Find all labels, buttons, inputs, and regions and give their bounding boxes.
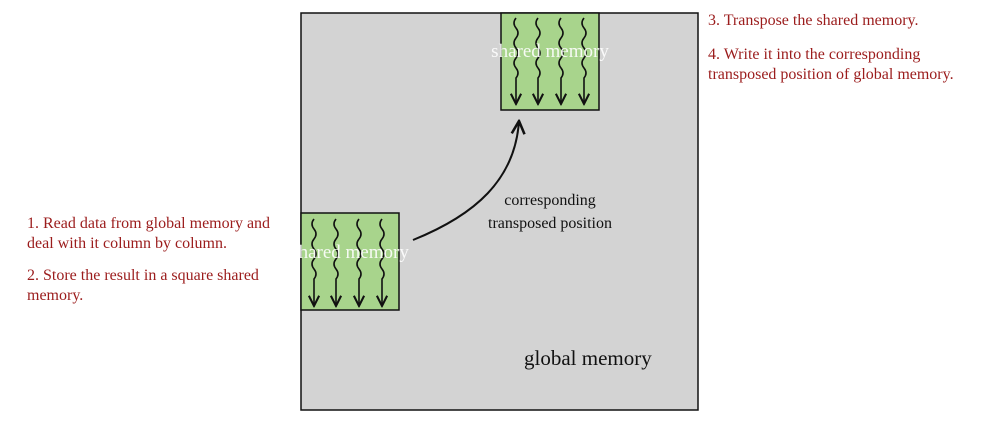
step-note-1: 1. Read data from global memory and deal… xyxy=(27,215,271,252)
shared-memory-label-source: shared memory xyxy=(291,242,409,263)
step-note-2: 2. Store the result in a square shared m… xyxy=(27,267,259,304)
global-memory-label: global memory xyxy=(524,346,652,370)
shared-memory-block-source: shared memory xyxy=(291,212,409,311)
arrow-caption: corresponding transposed position xyxy=(470,189,630,235)
arrow-caption-line1: corresponding xyxy=(504,192,596,209)
column-write-arrows-target xyxy=(514,17,586,104)
shared-memory-block-target: shared memory xyxy=(491,12,609,111)
step-note-4: 4. Write it into the corresponding trans… xyxy=(708,46,954,83)
shared-memory-label-target: shared memory xyxy=(491,41,609,62)
transpose-transfer-arrow xyxy=(412,121,519,241)
column-read-arrows-source xyxy=(312,218,384,306)
step-note-3: 3. Transpose the shared memory. xyxy=(708,12,919,29)
global-memory-block xyxy=(300,12,699,411)
arrow-caption-line2: transposed position xyxy=(488,215,612,232)
